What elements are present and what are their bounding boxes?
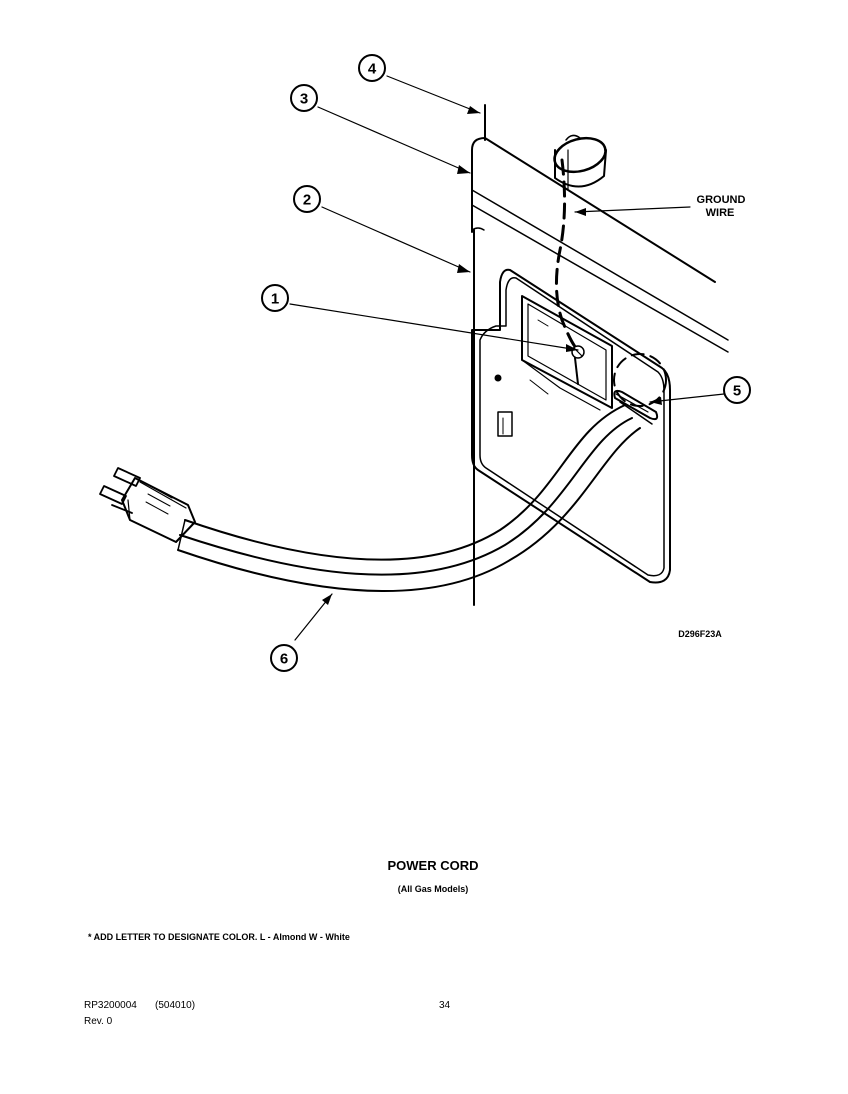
callout-6: 6 [270, 644, 298, 672]
leader-arrowheads [322, 106, 662, 605]
ground-wire [553, 134, 607, 352]
footer-revision: Rev. 0 [84, 1016, 113, 1027]
power-cord [177, 404, 641, 593]
power-plug [99, 467, 196, 543]
svg-text:4: 4 [368, 61, 377, 78]
callout-1: 1 [261, 284, 289, 312]
outlet-panel [471, 268, 671, 584]
footer-doc-code: (504010) [155, 1000, 196, 1011]
ground-wire-label: GROUND WIRE [697, 194, 746, 219]
page-subtitle: (All Gas Models) [397, 884, 469, 894]
drawing-code: D296F23A [678, 629, 722, 639]
callout-5: 5 [723, 376, 751, 404]
svg-text:GROUND: GROUND [697, 194, 746, 206]
footer-page-number: 34 [439, 1000, 451, 1011]
strain-relief-highlight [613, 353, 667, 407]
outlet-recess-box [521, 295, 613, 411]
color-note: * ADD LETTER TO DESIGNATE COLOR. L - Alm… [88, 932, 350, 942]
svg-text:6: 6 [280, 651, 288, 668]
callout-4: 4 [358, 54, 386, 82]
svg-text:WIRE: WIRE [706, 207, 735, 219]
leader-lines [289, 75, 725, 641]
svg-text:2: 2 [303, 192, 311, 209]
ground-screw [571, 345, 585, 385]
callout-2: 2 [293, 185, 321, 213]
svg-text:3: 3 [300, 91, 308, 108]
power-cord-diagram: 4 3 2 1 5 6 GROUND WIRE D296F23A [99, 54, 751, 672]
page-title: POWER CORD [387, 858, 479, 873]
callout-3: 3 [290, 84, 318, 112]
footer-doc-number: RP3200004 [84, 1000, 137, 1011]
svg-text:5: 5 [733, 383, 741, 400]
svg-text:1: 1 [271, 291, 279, 308]
